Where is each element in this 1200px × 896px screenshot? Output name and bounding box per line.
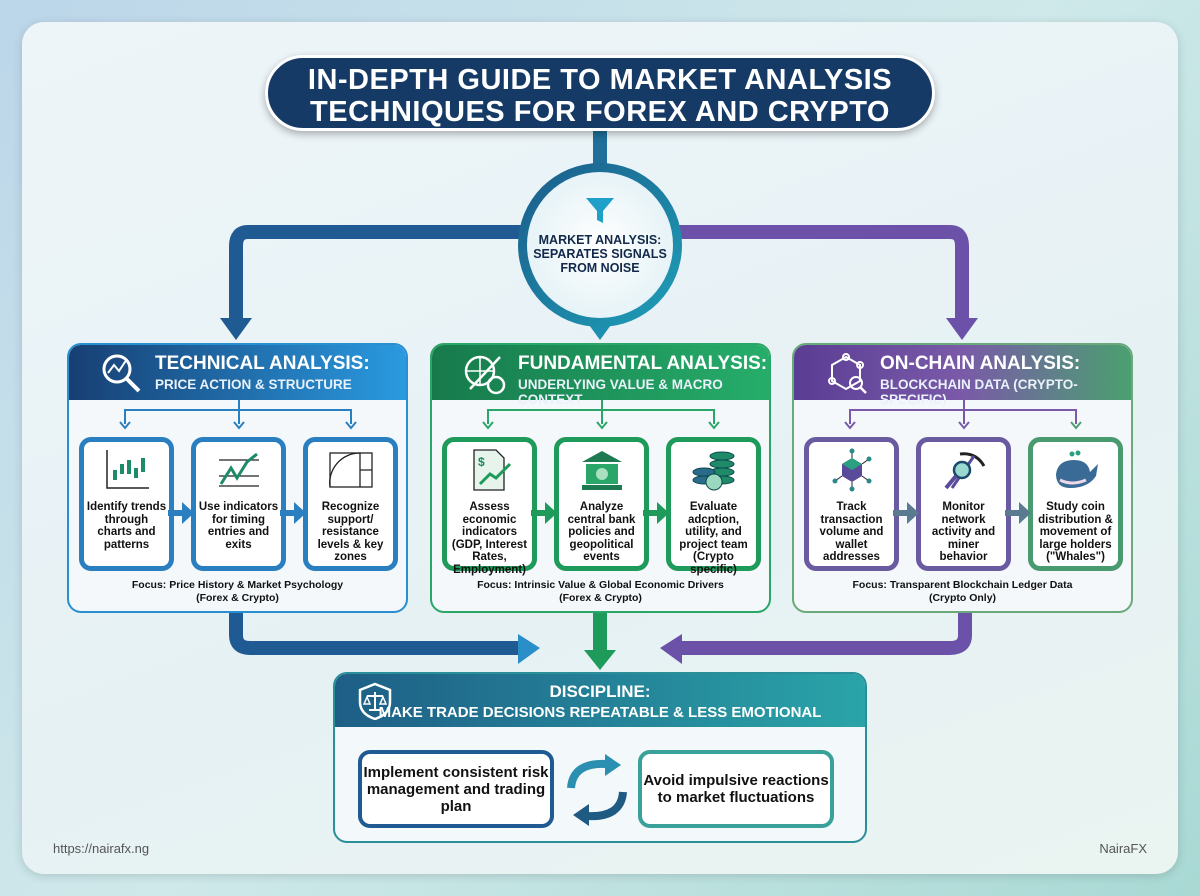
funnel-icon <box>586 198 614 223</box>
market-analysis-hub: MARKET ANALYSIS: SEPARATES SIGNALS FROM … <box>518 163 682 327</box>
panel-focus: Focus: Price History & Market Psychology… <box>131 579 344 604</box>
card-identify-trends: Identify trends through charts and patte… <box>79 437 174 571</box>
panel-focus: Focus: Intrinsic Value & Global Economic… <box>477 579 724 604</box>
card-text: Monitor network activity and miner behav… <box>931 501 996 563</box>
card-text: Analyze central bank policies and geopol… <box>567 501 636 563</box>
card-text: Evaluate adcption, utility, and project … <box>679 501 748 576</box>
scales-shield-icon <box>358 682 392 720</box>
panel-subtitle: BLOCKCHAIN DATA (CRYPTO-SPECIFIC) <box>880 377 1078 407</box>
card-whales: Study coin distribution & movement of la… <box>1028 437 1123 571</box>
page-title: IN-DEPTH GUIDE TO MARKET ANALYSIS TECHNI… <box>265 55 935 131</box>
card-avoid-impulsive: Avoid impulsive reactions to market fluc… <box>638 750 834 828</box>
panel-title: TECHNICAL ANALYSIS: <box>155 353 370 374</box>
globe-growth-icon <box>464 355 506 395</box>
card-network-activity: Monitor network activity and miner behav… <box>916 437 1011 571</box>
discipline-panel: DISCIPLINE: MAKE TRADE DECISIONS REPEATA… <box>333 672 867 843</box>
card-economic-indicators: $ Assess economic indicators (GDP, Inter… <box>442 437 537 576</box>
card-text: Study coin distribution & movement of la… <box>1038 501 1113 563</box>
card-use-indicators: Use indicators for timing entries and ex… <box>191 437 286 571</box>
panel-subtitle: PRICE ACTION & STRUCTURE <box>155 377 352 392</box>
technical-analysis-panel: TECHNICAL ANALYSIS: PRICE ACTION & STRUC… <box>67 343 408 613</box>
arrow-technical-to-discipline <box>518 634 540 664</box>
mining-pickaxe-icon <box>943 452 985 490</box>
svg-text:$: $ <box>478 455 485 469</box>
discipline-subtitle: MAKE TRADE DECISIONS REPEATABLE & LESS E… <box>378 704 822 721</box>
card-text: Use indicators for timing entries and ex… <box>198 501 279 551</box>
network-cube-icon <box>832 448 871 492</box>
branch-arrows <box>844 400 1082 430</box>
whale-icon <box>1055 450 1098 488</box>
economic-report-icon: $ <box>472 449 511 491</box>
arrow-onchain-to-discipline <box>660 634 682 664</box>
chart-magnifier-icon <box>102 354 141 393</box>
hub-line-2: SEPARATES SIGNALS <box>533 247 667 261</box>
hub-line-1: MARKET ANALYSIS: <box>538 233 662 247</box>
cycle-arrows-icon <box>567 754 627 826</box>
card-track-transactions: Track transaction volume and wallet addr… <box>804 437 899 571</box>
card-text: Track transaction volume and wallet addr… <box>819 501 884 563</box>
footer-url[interactable]: https://nairafx.ng <box>53 841 150 856</box>
footer-brand: NairaFX <box>1099 841 1147 856</box>
hub-line-3: FROM NOISE <box>560 261 640 275</box>
arrow-fundamental-to-discipline <box>584 650 616 670</box>
arrow-to-onchain <box>946 318 978 340</box>
branch-arrows <box>482 400 720 430</box>
panel-title: ON-CHAIN ANALYSIS: <box>880 353 1081 374</box>
onchain-analysis-panel: ON-CHAIN ANALYSIS: BLOCKCHAIN DATA (CRYP… <box>792 343 1133 613</box>
central-bank-icon <box>581 451 622 490</box>
indicator-trend-icon <box>218 452 259 487</box>
title-line-2: TECHNIQUES FOR FOREX AND CRYPTO <box>310 96 890 128</box>
fundamental-analysis-panel: FUNDAMENTAL ANALYSIS: UNDERLYING VALUE &… <box>430 343 771 613</box>
arrow-to-technical <box>220 318 252 340</box>
candlestick-icon <box>105 450 149 489</box>
card-text: Assess economic indicators (GDP, Interes… <box>451 501 528 576</box>
card-text: Identify trends through charts and patte… <box>86 501 167 551</box>
title-line-1: IN-DEPTH GUIDE TO MARKET ANALYSIS <box>307 64 893 96</box>
coin-stack-icon <box>692 451 734 491</box>
card-central-bank: Analyze central bank policies and geopol… <box>554 437 649 571</box>
blockchain-search-icon <box>828 353 867 394</box>
panel-focus: Focus: Transparent Blockchain Ledger Dat… <box>852 579 1073 604</box>
card-text: Recognize support/ resistance levels & k… <box>317 501 384 563</box>
card-support-resistance: Recognize support/ resistance levels & k… <box>303 437 398 571</box>
panel-title: FUNDAMENTAL ANALYSIS: <box>518 353 768 374</box>
fibonacci-spiral-icon <box>328 452 373 488</box>
panel-subtitle: UNDERLYING VALUE & MACRO CONTEXT <box>518 377 723 407</box>
discipline-title: DISCIPLINE: <box>549 682 651 701</box>
card-adoption-utility: Evaluate adcption, utility, and project … <box>666 437 761 576</box>
branch-arrows <box>119 400 357 430</box>
card-risk-management: Implement consistent risk management and… <box>358 750 554 828</box>
